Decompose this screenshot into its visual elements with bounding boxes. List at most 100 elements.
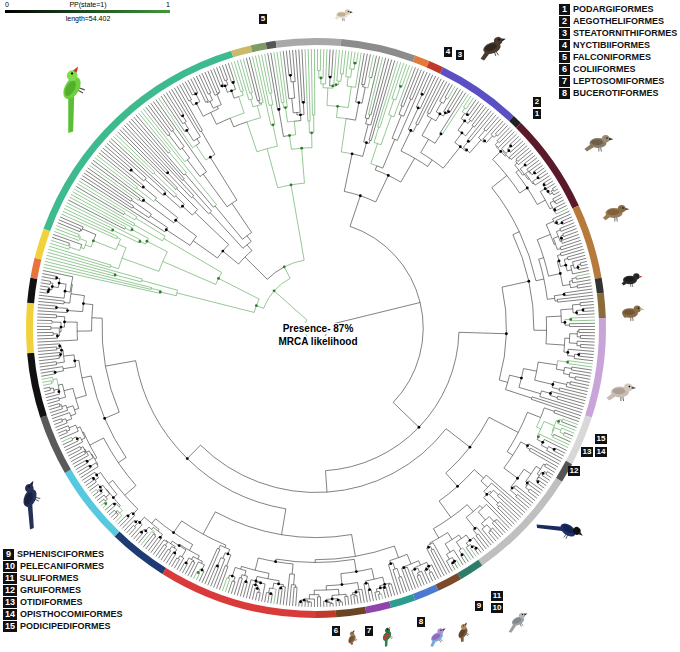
node-dot [409, 129, 412, 132]
branch [252, 588, 257, 600]
bird-illustration [345, 629, 361, 646]
branch [185, 174, 215, 207]
branch [564, 433, 573, 437]
branch [537, 234, 550, 257]
branch [450, 550, 463, 565]
branch [65, 322, 78, 331]
branch [271, 594, 273, 604]
branch [519, 232, 544, 281]
branch [210, 94, 213, 102]
branch [105, 366, 120, 418]
node-dot [227, 553, 230, 556]
node-dot [259, 582, 262, 585]
branch [427, 80, 444, 113]
branch [564, 289, 592, 294]
branch [570, 284, 577, 287]
branch [538, 434, 568, 447]
branch [111, 513, 117, 518]
branch [70, 197, 126, 228]
branch [554, 448, 565, 453]
branch [553, 236, 558, 243]
branch [67, 406, 75, 410]
branch [309, 595, 314, 599]
node-dot [549, 392, 552, 395]
branch [89, 484, 100, 490]
branch [378, 61, 398, 127]
node-dot [389, 562, 392, 565]
branch [152, 523, 159, 530]
branch [158, 98, 196, 148]
branch [395, 568, 400, 577]
branch [572, 367, 592, 370]
branch [91, 489, 97, 493]
branch [62, 419, 67, 421]
branch [142, 280, 178, 292]
branch [203, 512, 281, 535]
branch [440, 93, 466, 134]
node-dot [553, 448, 556, 451]
branch [290, 121, 296, 135]
branch [141, 111, 217, 206]
branch [77, 318, 92, 331]
branch [393, 569, 401, 594]
node-dot [55, 306, 58, 309]
branch [544, 258, 561, 276]
branch [546, 473, 552, 478]
branch [205, 549, 220, 584]
branch [108, 480, 124, 495]
branch [569, 338, 577, 343]
branch [189, 550, 199, 559]
branch [208, 71, 219, 93]
callout-number: 13 [581, 447, 594, 457]
node-dot [142, 186, 145, 189]
node-dot [541, 441, 544, 444]
branch [429, 82, 447, 114]
branch [469, 103, 481, 120]
branch [327, 602, 329, 606]
branch [489, 532, 496, 542]
node-dot [59, 353, 62, 356]
clade-ring-segment [516, 123, 579, 208]
branch [371, 144, 378, 166]
node-dot [351, 152, 354, 155]
branch [228, 63, 234, 82]
branch [37, 331, 77, 342]
branch [43, 271, 73, 285]
branch [411, 561, 420, 565]
branch [286, 108, 295, 123]
branch [185, 561, 193, 574]
branch [38, 301, 64, 303]
node-dot [564, 321, 567, 324]
branch [37, 332, 53, 333]
branch [73, 452, 89, 464]
branch [52, 380, 54, 383]
node-dot [469, 539, 472, 542]
order-number: 9 [3, 549, 14, 560]
node-dot [58, 345, 61, 348]
branch [314, 595, 319, 597]
branch [43, 382, 52, 385]
clade-ring-segment [276, 38, 342, 48]
branch [217, 67, 224, 86]
branch [559, 389, 586, 397]
node-dot [547, 190, 550, 193]
branch [362, 54, 368, 85]
branch [90, 438, 119, 463]
branch [418, 575, 424, 585]
branch [476, 535, 486, 549]
branch [38, 347, 57, 348]
branch [164, 238, 222, 278]
branch [41, 371, 55, 373]
branch [510, 146, 527, 160]
node-dot [231, 575, 234, 578]
branch [399, 577, 404, 593]
branch [553, 436, 570, 445]
center-annotation: Presence- 87% [281, 323, 356, 334]
branch [323, 84, 328, 88]
branch [56, 226, 79, 236]
branch [531, 466, 541, 474]
branch [268, 53, 279, 109]
branch [561, 249, 584, 256]
branch [519, 378, 541, 394]
branch [377, 591, 380, 594]
